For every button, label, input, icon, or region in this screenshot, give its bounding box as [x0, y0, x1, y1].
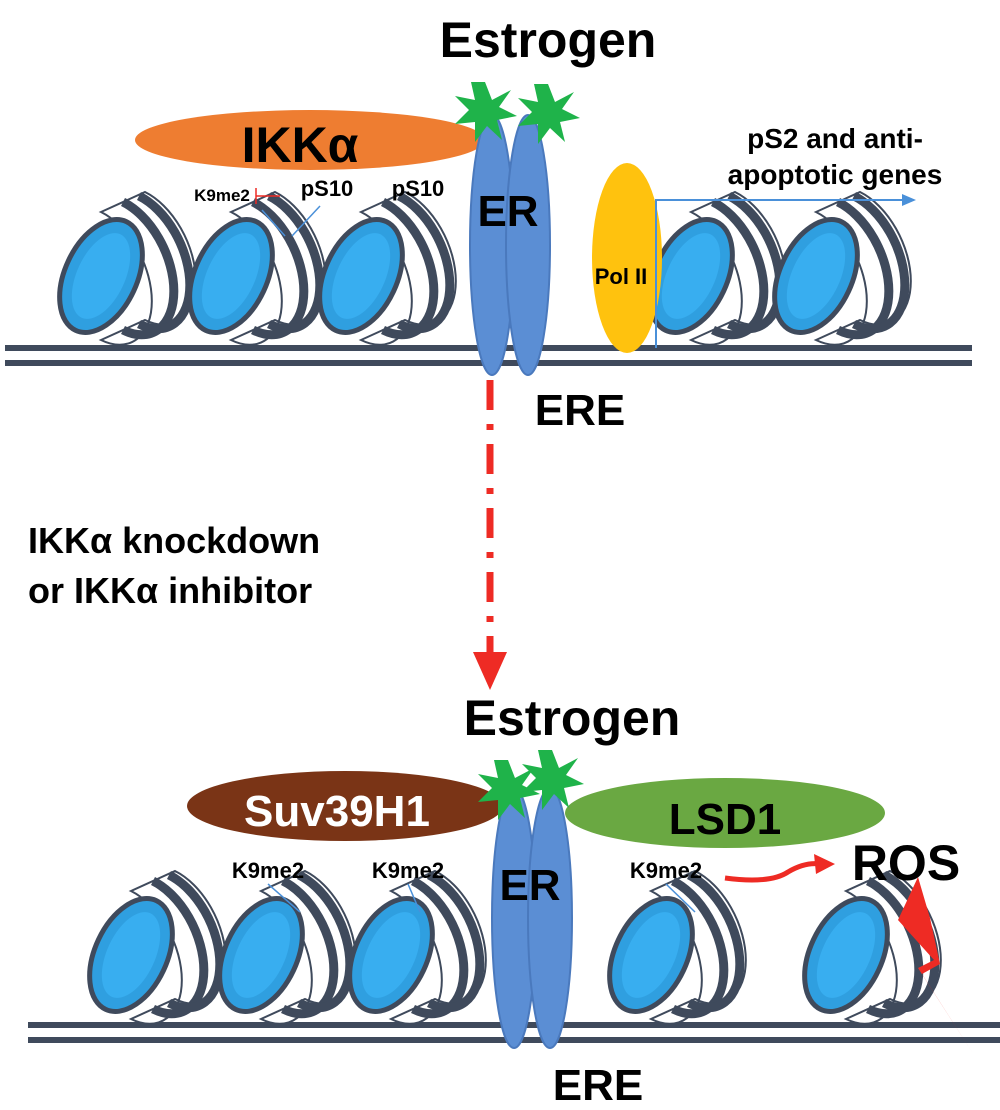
ps10-label-2: pS10 [392, 176, 445, 201]
dashdot-arrowhead-icon [473, 652, 507, 690]
pol-ii-ellipse [592, 163, 662, 353]
k9me2-label-b3: K9me2 [630, 858, 702, 883]
bottom-panel: Suv39H1 LSD1 Estrogen ER ERE K9me2 K9me2… [28, 690, 1000, 1110]
ps10-label-1: pS10 [301, 176, 354, 201]
k9me2-pointer-b2 [407, 883, 421, 913]
nucleosome-icon [73, 871, 226, 1025]
transcription-arrowhead-icon [902, 194, 916, 206]
ikka-ellipse [135, 110, 485, 170]
nucleosome-icon [758, 192, 911, 346]
ros-arrow [724, 861, 821, 883]
nucleosome-icon [333, 871, 486, 1025]
nucleosome-icon [173, 192, 326, 346]
er-label-top: ER [477, 187, 538, 236]
suv39h1-label: Suv39H1 [244, 787, 430, 836]
er-label-bottom: ER [499, 861, 560, 910]
k9me2-pointer-top [261, 209, 286, 237]
nucleosome-icon [303, 192, 456, 346]
pol-ii-label: Pol II [595, 264, 648, 289]
ps10-pointer-1 [291, 205, 321, 237]
transition-line1: IKKα knockdown [28, 520, 320, 561]
lightning-bolt-icon [898, 877, 972, 1052]
ere-label-top: ERE [535, 386, 625, 435]
k9me2-label-b2: K9me2 [372, 858, 444, 883]
ikka-label: IKKα [242, 117, 359, 173]
er-receptor-top-right [505, 114, 551, 376]
suv39h1-ellipse [187, 771, 503, 841]
transcription-arrow [655, 199, 905, 348]
estrogen-label-bottom: Estrogen [464, 690, 681, 746]
ere-label-bottom: ERE [553, 1061, 643, 1110]
nucleosome-icon [43, 192, 196, 346]
genes-label-line2: apoptotic genes [728, 159, 943, 190]
k9me2-pointer-b3 [665, 883, 696, 913]
transition: IKKα knockdown or IKKα inhibitor [28, 380, 507, 690]
transition-line2: or IKKα inhibitor [28, 570, 312, 611]
lsd1-ellipse [565, 778, 885, 848]
genes-label-line1: pS2 and anti- [747, 123, 923, 154]
er-receptor-bottom-right [527, 787, 573, 1049]
estrogen-label-top: Estrogen [440, 12, 657, 68]
top-panel: IKKα Estrogen ER ERE Pol II pS2 and anti… [5, 12, 972, 435]
ros-arrowhead-icon [814, 854, 835, 874]
nucleosome-icon [593, 871, 746, 1025]
k9me2-label-b1: K9me2 [232, 858, 304, 883]
ros-label: ROS [852, 835, 960, 891]
k9me2-label-top: K9me2 [194, 186, 250, 205]
k9me2-pointer-b1 [267, 883, 301, 913]
lsd1-label: LSD1 [669, 795, 781, 844]
